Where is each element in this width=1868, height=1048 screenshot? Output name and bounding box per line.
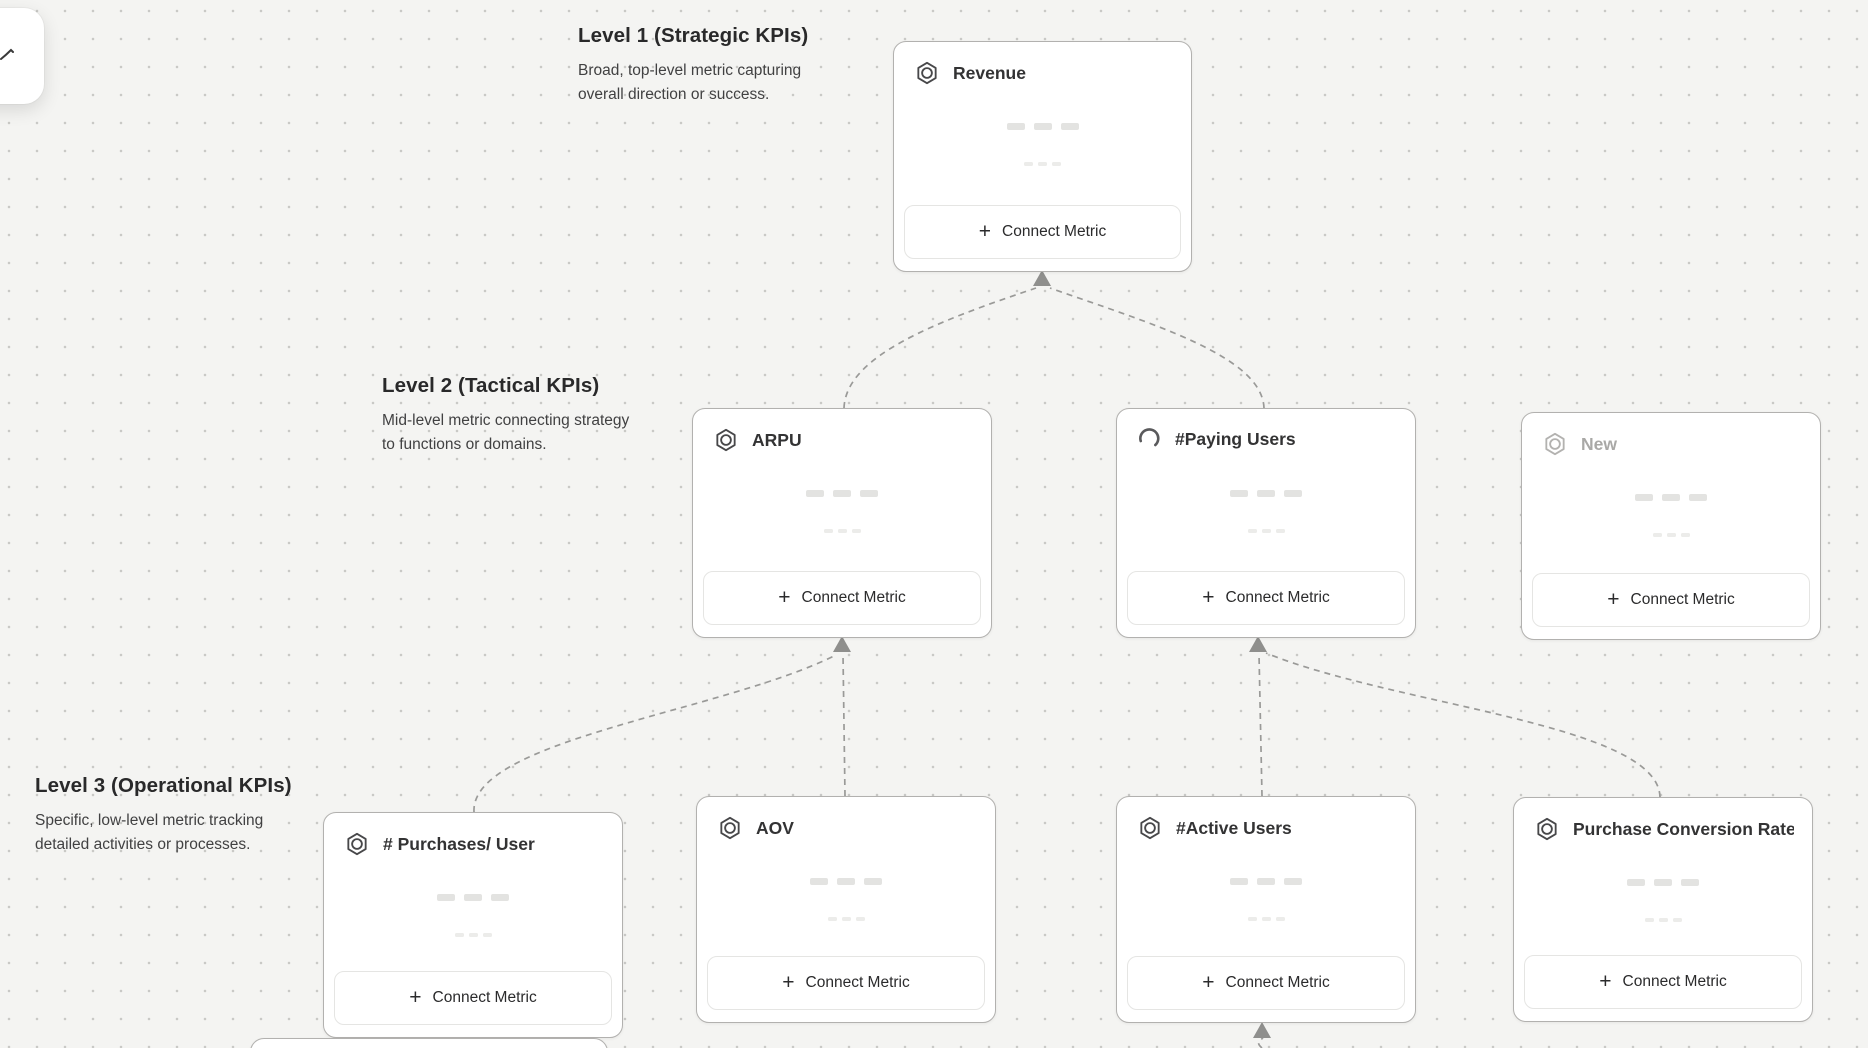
metric-card-purchases-per-user[interactable]: # Purchases/ User + Connect Metric [323,812,623,1038]
connect-metric-button[interactable]: + Connect Metric [1524,955,1802,1009]
card-header: Revenue [894,42,1191,86]
plus-icon: + [778,585,791,609]
arrowhead-active [1253,1022,1271,1038]
plus-icon: + [978,219,992,243]
card-title: Revenue [953,62,1026,83]
connect-metric-label: Connect Metric [432,989,537,1006]
metric-card-partial-offscreen[interactable] [250,1038,608,1048]
card-title: #Paying Users [1175,429,1296,449]
connect-metric-button[interactable]: + Connect Metric [904,205,1181,259]
metric-card-revenue[interactable]: Revenue + Connect Metric [893,41,1192,272]
connect-metric-label: Connect Metric [1225,974,1330,991]
floating-toolbar-partial[interactable] [0,8,44,104]
plus-icon: + [1202,970,1215,994]
plus-icon: + [1607,587,1620,611]
metric-card-paying-users[interactable]: #Paying Users + Connect Metric [1116,408,1416,638]
connect-metric-button[interactable]: + Connect Metric [334,971,612,1025]
card-title: New [1581,433,1617,454]
level3-title: Level 3 (Operational KPIs) [35,774,292,797]
skeleton-value-placeholder [1522,494,1820,501]
skeleton-subtext-placeholder [697,917,995,921]
metric-hexagon-icon [917,61,937,85]
metric-hexagon-icon [1545,432,1565,456]
connect-metric-label: Connect Metric [1622,973,1727,990]
card-title: # Purchases/ User [383,833,535,854]
metric-card-purchase-conversion-rate[interactable]: Purchase Conversion Rate + Connect Metri… [1513,797,1813,1022]
skeleton-value-placeholder [697,878,995,885]
plus-icon: + [409,985,422,1009]
metric-hexagon-icon [1537,817,1557,841]
metric-hexagon-icon [1140,816,1160,840]
edge-aov-to-arpu [842,653,846,797]
card-title: Purchase Conversion Rate [1573,818,1794,839]
arrowhead-revenue [1033,270,1051,286]
metric-card-active-users[interactable]: #Active Users + Connect Metric [1116,796,1416,1023]
connect-metric-label: Connect Metric [1225,589,1330,606]
card-header: # Purchases/ User [324,813,622,857]
edge-active-to-paying [1258,653,1263,797]
connect-metric-label: Connect Metric [1002,223,1107,240]
card-title: #Active Users [1176,817,1292,838]
level3-description: Specific, low-level metric tracking deta… [35,812,264,853]
card-header: #Paying Users [1117,409,1415,452]
arrowhead-arpu [833,636,851,652]
edge-paying-to-revenue [1049,287,1265,409]
card-header: Purchase Conversion Rate [1514,798,1812,842]
connect-metric-button[interactable]: + Connect Metric [1127,956,1405,1010]
level1-description: Broad, top-level metric capturing overal… [578,62,802,103]
level2-title: Level 2 (Tactical KPIs) [382,374,600,397]
skeleton-value-placeholder [693,490,991,497]
skeleton-subtext-placeholder [894,162,1191,166]
card-header: New [1522,413,1820,457]
connect-metric-button[interactable]: + Connect Metric [707,956,985,1010]
plus-icon: + [1599,969,1612,993]
card-header: #Active Users [1117,797,1415,841]
connect-metric-label: Connect Metric [801,589,906,606]
edge-offscreen-to-active [1257,1037,1264,1048]
plus-icon: + [782,970,795,994]
skeleton-subtext-placeholder [1522,533,1820,537]
edge-purchases-to-arpu [473,654,837,813]
metric-hexagon-icon [347,832,367,856]
skeleton-subtext-placeholder [324,933,622,937]
plus-icon: + [1202,585,1215,609]
skeleton-subtext-placeholder [1514,918,1812,922]
level2-label: Level 2 (Tactical KPIs) Mid-level metric… [382,374,632,457]
metric-card-aov[interactable]: AOV + Connect Metric [696,796,996,1023]
metric-card-arpu[interactable]: ARPU + Connect Metric [692,408,992,638]
skeleton-value-placeholder [1117,878,1415,885]
skeleton-value-placeholder [324,894,622,901]
metric-hexagon-icon [720,816,740,840]
skeleton-subtext-placeholder [693,529,991,533]
card-title: ARPU [752,429,802,450]
skeleton-value-placeholder [1514,879,1812,886]
metric-card-new[interactable]: New + Connect Metric [1521,412,1821,640]
level1-label: Level 1 (Strategic KPIs) Broad, top-leve… [578,24,838,107]
connect-metric-label: Connect Metric [1630,591,1735,608]
metric-hexagon-icon [716,428,736,452]
level1-title: Level 1 (Strategic KPIs) [578,24,809,47]
skeleton-value-placeholder [1117,490,1415,497]
edge-pcr-to-paying [1265,652,1661,798]
connect-metric-label: Connect Metric [805,974,910,991]
card-header: AOV [697,797,995,841]
card-title: AOV [756,817,794,838]
cursor-mark-icon [0,48,14,60]
card-header: ARPU [693,409,991,453]
skeleton-value-placeholder [894,123,1191,130]
connect-metric-button[interactable]: + Connect Metric [1127,571,1405,625]
skeleton-subtext-placeholder [1117,529,1415,533]
loading-spinner-icon [1139,428,1160,447]
level3-label: Level 3 (Operational KPIs) Specific, low… [35,774,315,857]
connect-metric-button[interactable]: + Connect Metric [1532,573,1810,627]
arrowhead-paying [1249,636,1267,652]
skeleton-subtext-placeholder [1117,917,1415,921]
edge-arpu-to-revenue [843,287,1037,409]
connect-metric-button[interactable]: + Connect Metric [703,571,981,625]
level2-description: Mid-level metric connecting strategy to … [382,412,630,453]
